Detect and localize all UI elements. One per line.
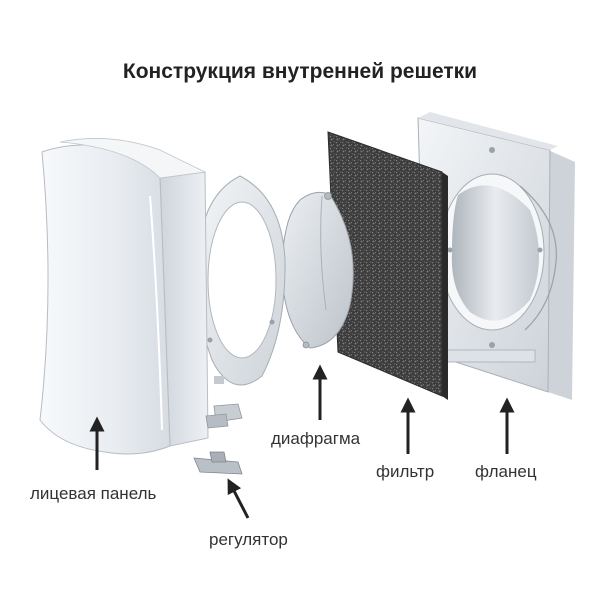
label-diaphragm: диафрагма: [271, 429, 361, 448]
regulator-part: [193, 403, 243, 475]
label-flange: фланец: [475, 462, 537, 481]
label-regulator: регулятор: [209, 530, 288, 549]
flange-part: [417, 112, 575, 400]
callout-arrows: [89, 364, 515, 519]
regulator-ring-part: [197, 175, 286, 386]
front-panel-part: [39, 138, 209, 455]
diagram-title: Конструкция внутренней решетки: [122, 60, 478, 83]
label-front-panel: лицевая панель: [30, 484, 156, 503]
diaphragm-part: [281, 191, 354, 349]
arrow-regulator: [227, 478, 250, 519]
label-filter: фильтр: [376, 462, 434, 481]
part-labels: лицевая панель регулятор диафрагма фильт…: [30, 429, 537, 549]
